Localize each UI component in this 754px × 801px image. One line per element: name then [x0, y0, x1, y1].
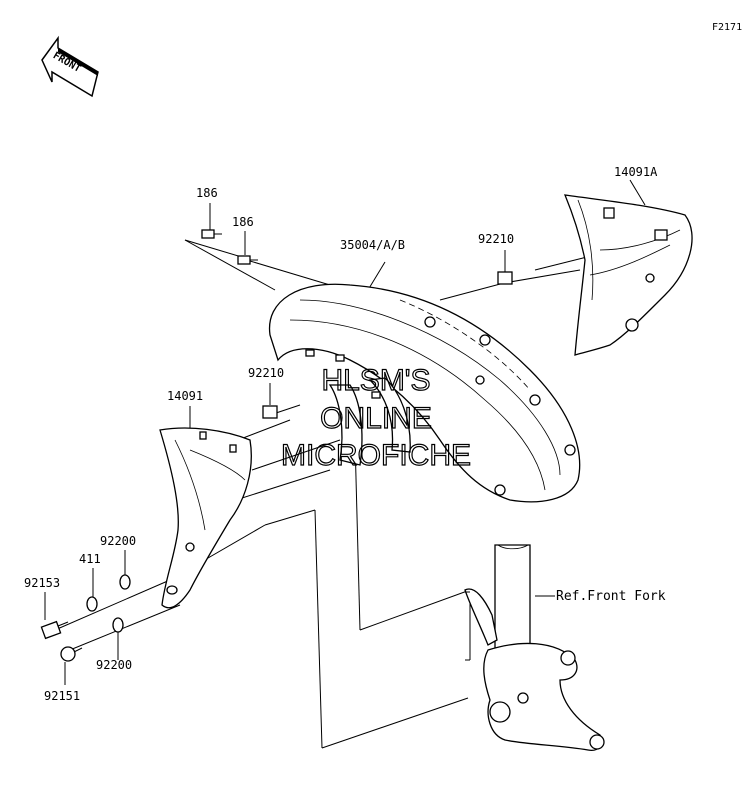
guide-lines	[44, 179, 646, 749]
bolt-186-b-icon	[237, 255, 258, 265]
bolt-92153-icon	[40, 620, 69, 640]
label-ref-front-fork[interactable]: Ref.Front Fork	[556, 589, 666, 604]
collar-411-icon	[86, 596, 98, 612]
label-nut-92210-left[interactable]: 92210	[248, 366, 284, 380]
label-fender-35004[interactable]: 35004/A/B	[340, 238, 405, 252]
front-fender	[268, 283, 581, 503]
bolt-186-a-icon	[201, 229, 222, 239]
fender-cover-right	[563, 194, 693, 356]
label-collar-411[interactable]: 411	[79, 552, 101, 566]
label-bolt-92153[interactable]: 92153	[24, 576, 60, 590]
clip-nut-92210-left-icon	[262, 405, 278, 419]
washer-92200-lower-icon	[112, 617, 124, 633]
washer-92200-upper-icon	[119, 574, 131, 590]
watermark-line-3: MICROFICHE	[281, 439, 471, 472]
label-bolt-186-b[interactable]: 186	[232, 215, 254, 229]
fender-cover-left	[159, 427, 252, 609]
label-washer-92200-upper[interactable]: 92200	[100, 534, 136, 548]
label-bolt-186-a[interactable]: 186	[196, 186, 218, 200]
label-bolt-92151[interactable]: 92151	[44, 689, 80, 703]
watermark-line-2: ONLINE	[320, 402, 432, 435]
clip-nut-92210-upper-icon	[497, 271, 513, 285]
watermark-line-1: HLSM'S	[321, 364, 430, 397]
front-fork	[464, 544, 605, 751]
label-washer-92200-lower[interactable]: 92200	[96, 658, 132, 672]
front-arrow-icon: FRONT	[41, 35, 99, 98]
label-nut-92210-upper[interactable]: 92210	[478, 232, 514, 246]
label-cover-14091[interactable]: 14091	[167, 389, 203, 403]
bolt-92151-icon	[60, 646, 83, 662]
label-cover-14091a[interactable]: 14091A	[614, 165, 658, 179]
diagram-code: F2171	[712, 22, 742, 33]
